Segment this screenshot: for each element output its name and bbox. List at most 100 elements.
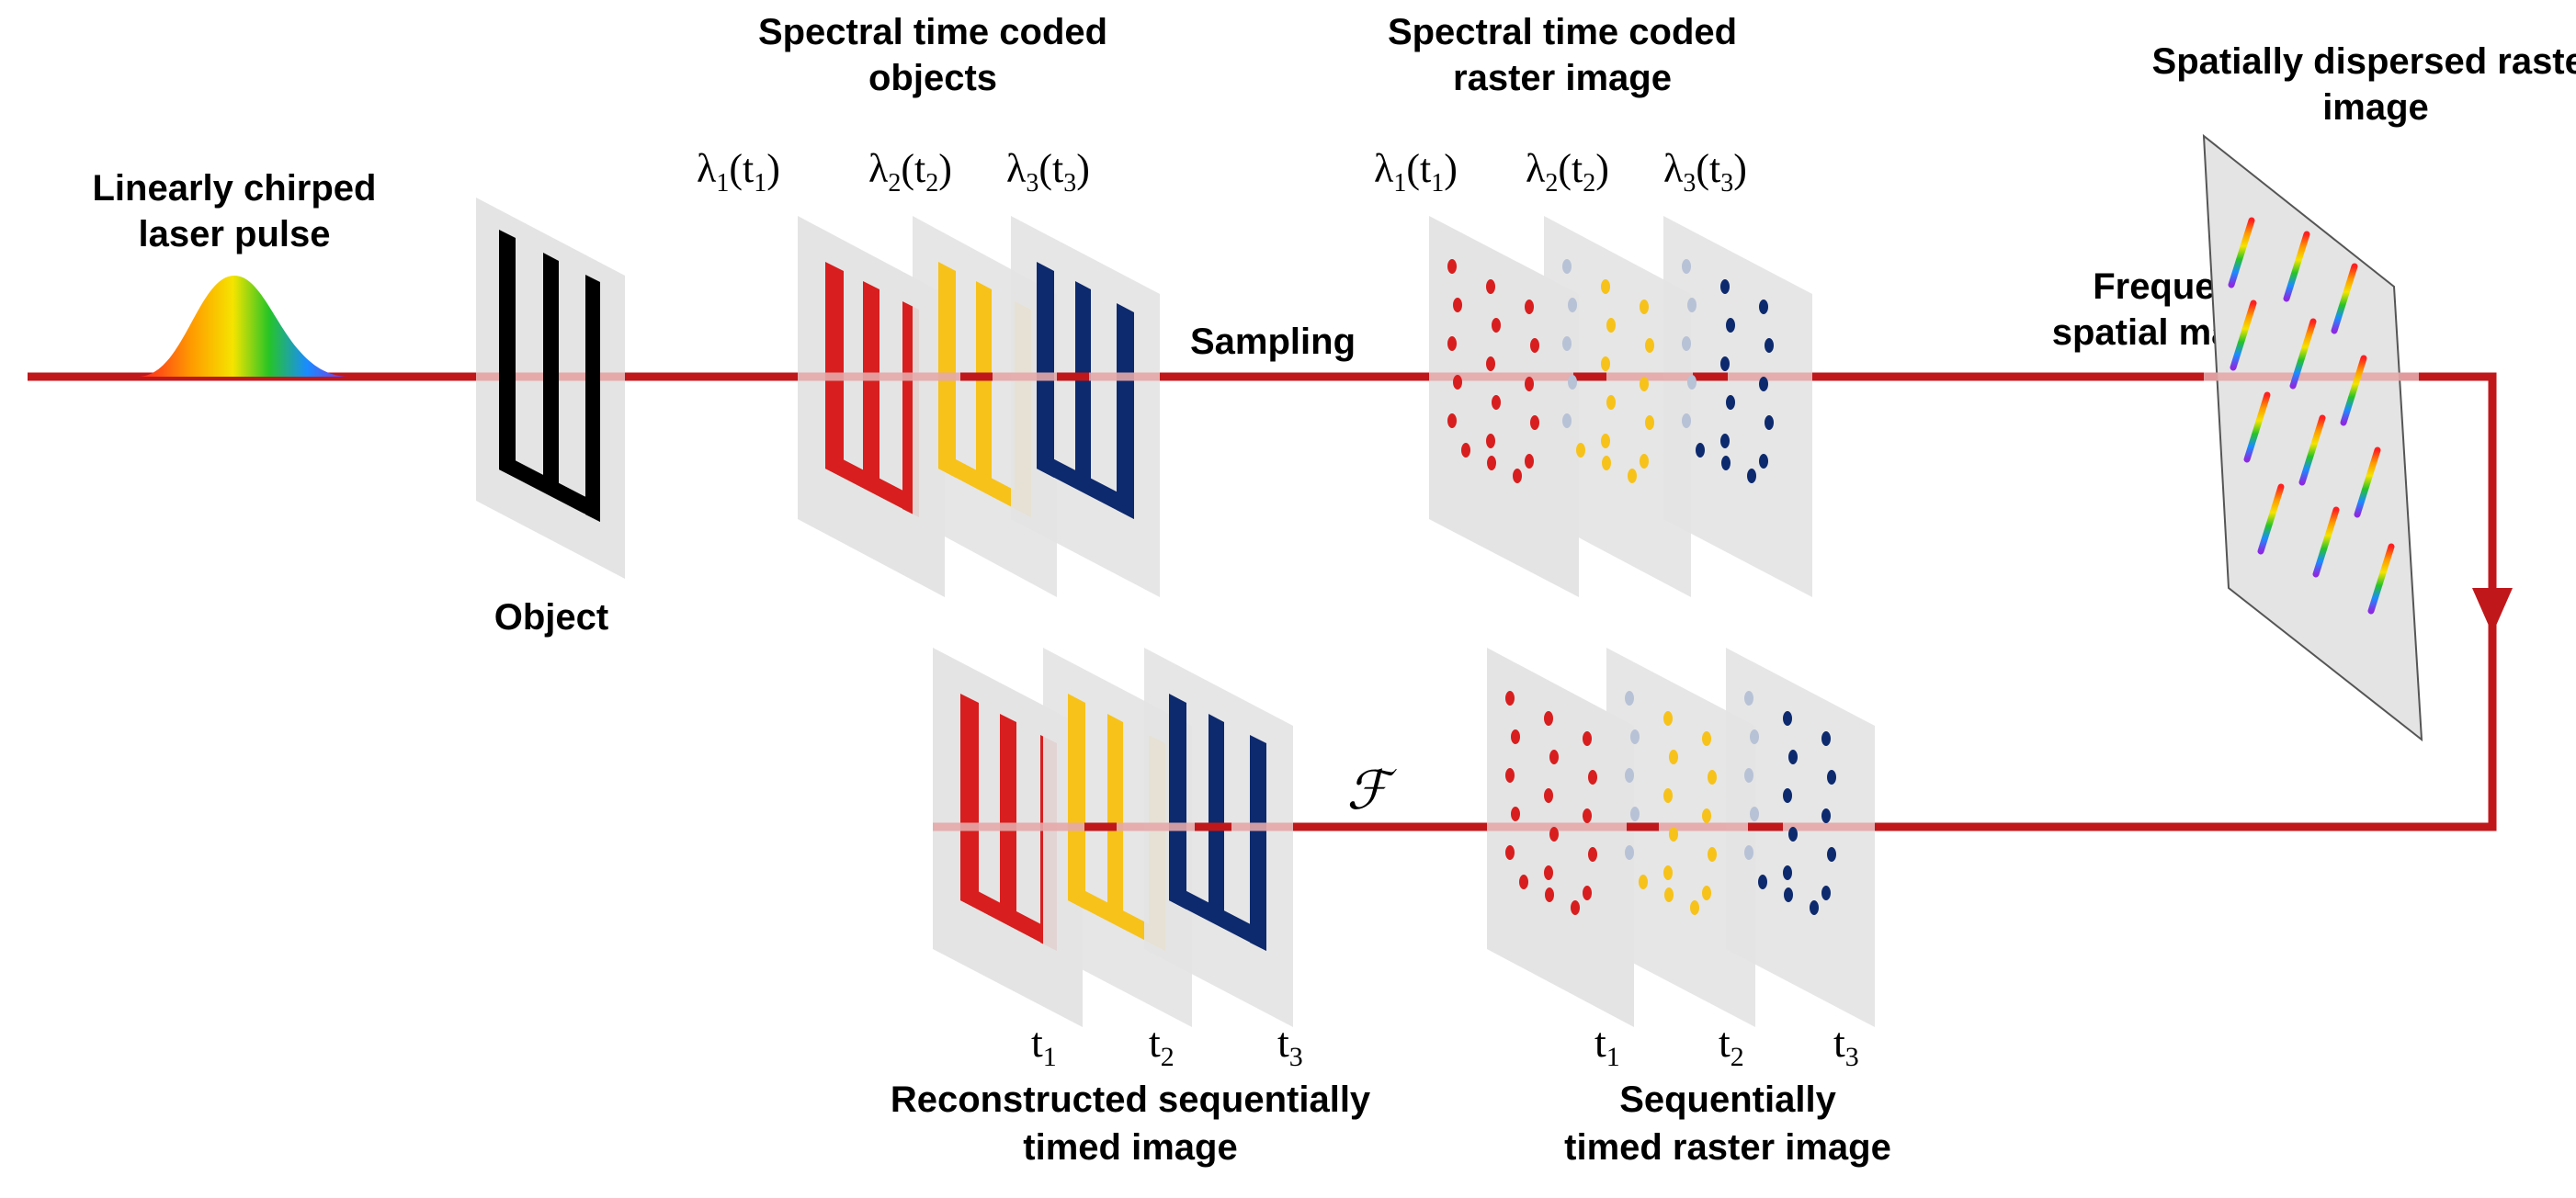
svg-text:λ3(t3): λ3(t3) (1006, 146, 1090, 198)
reconstructed-stage: t1 t2 t3 Reconstructed sequentially time… (891, 648, 1371, 1168)
raster-dot (1765, 415, 1774, 430)
raster-dot (1827, 847, 1836, 862)
raster-dot (1505, 845, 1515, 860)
raster-panel-yellow (1544, 216, 1691, 597)
lambda-label-1: λ1(t1) (697, 146, 780, 198)
raster-dot (1602, 456, 1611, 470)
svg-text:λ1(t1): λ1(t1) (697, 146, 780, 198)
raster-dot (1562, 259, 1572, 274)
raster-dot (1568, 298, 1577, 312)
seq-raster-panel-red (1487, 648, 1634, 1027)
seq-time-label-2: t2 (1719, 1019, 1744, 1072)
raster-dot (1583, 886, 1592, 900)
object-stage: Object (476, 198, 625, 638)
laser-pulse: Linearly chirped laser pulse (93, 168, 377, 377)
raster-lambda-label-2: λ2(t2) (1526, 146, 1609, 198)
raster-dot (1544, 711, 1553, 726)
fourier-transform-symbol: ℱ (1346, 759, 1397, 821)
spectral-raster-stage: Spectral time coded raster image λ1(t1) … (1374, 12, 1812, 597)
raster-bottom-dots (1505, 691, 1836, 915)
raster-dot (1721, 456, 1731, 470)
raster-dot (1827, 770, 1836, 785)
raster-dot (1549, 750, 1559, 764)
raster-dot (1625, 845, 1634, 860)
reconstructed-label-line2: timed image (1023, 1127, 1237, 1168)
dispersed-streak (2257, 483, 2285, 555)
raster-dot (1447, 413, 1457, 428)
raster-dot (1687, 375, 1697, 390)
raster-dot (1663, 788, 1673, 803)
raster-panel-blue (1663, 216, 1812, 597)
raster-dot (1639, 875, 1648, 889)
raster-dot (1645, 415, 1654, 430)
raster-dot (1525, 377, 1534, 391)
raster-dot (1744, 845, 1753, 860)
sequential-raster-label-line1: Sequentially (1619, 1079, 1836, 1120)
dispersed-streak (2283, 231, 2310, 302)
lambda-label-2: λ2(t2) (868, 146, 952, 198)
spatial-raster-stage: Spatially dispersed raster image (2152, 41, 2576, 742)
dispersed-streak (2367, 543, 2395, 615)
raster-dot (1690, 900, 1699, 915)
raster-dot (1511, 729, 1520, 744)
raster-dot (1606, 318, 1616, 333)
dispersed-streak (2331, 263, 2358, 334)
spectral-object-blue (1011, 216, 1160, 597)
laser-pulse-label-line1: Linearly chirped (93, 168, 377, 209)
object-label: Object (494, 597, 608, 638)
raster-dot (1708, 847, 1717, 862)
raster-dot (1583, 731, 1592, 746)
raster-dot (1492, 318, 1501, 333)
raster-dot (1810, 900, 1819, 915)
raster-dot (1821, 886, 1831, 900)
raster-dot (1519, 875, 1528, 889)
dispersed-streak (2228, 217, 2255, 288)
raster-dot (1568, 375, 1577, 390)
spectral-object-red (798, 216, 945, 597)
dispersed-streak (2354, 446, 2381, 518)
raster-lambda-label-1: λ1(t1) (1374, 146, 1458, 198)
raster-dot (1788, 827, 1798, 842)
raster-dot (1821, 808, 1831, 823)
raster-dot (1669, 750, 1678, 764)
raster-dot (1588, 847, 1597, 862)
raster-dot (1783, 865, 1792, 880)
svg-text:t2: t2 (1719, 1019, 1744, 1072)
svg-text:t3: t3 (1277, 1019, 1303, 1072)
raster-dot (1640, 454, 1649, 469)
svg-text:t2: t2 (1149, 1019, 1175, 1072)
raster-dot (1511, 807, 1520, 821)
raster-dot (1544, 788, 1553, 803)
raster-dot (1549, 827, 1559, 842)
raster-dot (1744, 691, 1753, 706)
raster-dot (1682, 336, 1691, 351)
raster-panel-red (1429, 216, 1579, 597)
raster-dot (1525, 300, 1534, 314)
raster-dot (1571, 900, 1580, 915)
raster-dot (1747, 469, 1756, 483)
beam-arrow-icon (2472, 588, 2513, 634)
raster-dot (1625, 691, 1634, 706)
dispersed-streaks (2228, 217, 2395, 615)
svg-text:λ2(t2): λ2(t2) (1526, 146, 1609, 198)
raster-dot (1505, 768, 1515, 783)
raster-dot (1708, 770, 1717, 785)
raster-dot (1640, 377, 1649, 391)
raster-dot (1783, 711, 1792, 726)
sequential-raster-stage: t1 t2 t3 Sequentially timed raster image (1487, 648, 1891, 1168)
raster-dot (1486, 356, 1495, 371)
svg-text:t3: t3 (1833, 1019, 1859, 1072)
reconstructed-label-line1: Reconstructed sequentially (891, 1079, 1371, 1120)
recon-time-label-1: t1 (1031, 1019, 1057, 1072)
raster-dot (1630, 807, 1640, 821)
recon-time-label-2: t2 (1149, 1019, 1175, 1072)
raster-dot (1562, 413, 1572, 428)
raster-dot (1682, 413, 1691, 428)
dispersed-streak (2340, 355, 2367, 426)
recon-time-label-3: t3 (1277, 1019, 1303, 1072)
raster-dot (1513, 469, 1522, 483)
svg-text:λ2(t2): λ2(t2) (868, 146, 952, 198)
raster-dot (1525, 454, 1534, 469)
raster-dot (1505, 691, 1515, 706)
